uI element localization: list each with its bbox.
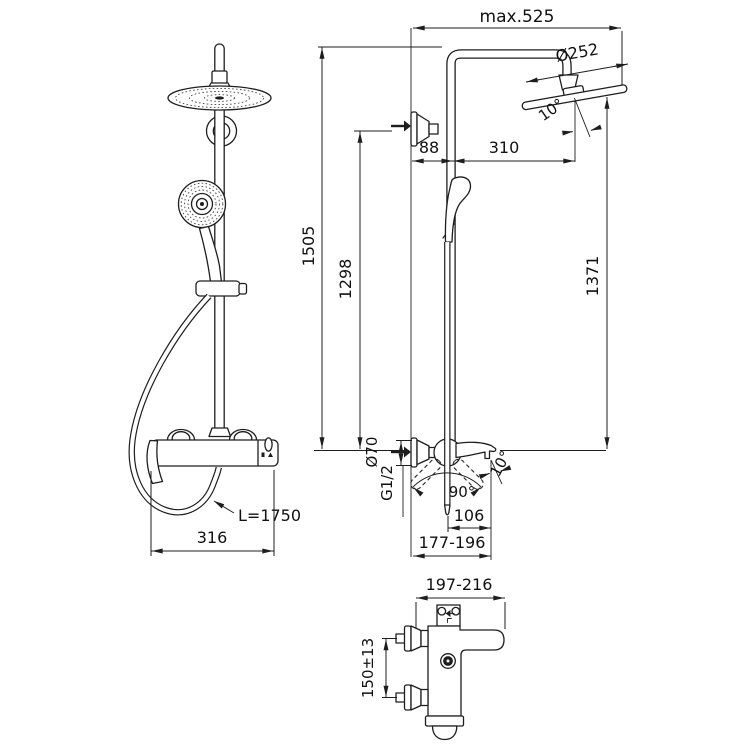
rail-foot: [208, 427, 232, 438]
lever-swing-phantom: 90°: [410, 458, 484, 501]
inlet-spacing-label: 150±13: [359, 638, 377, 698]
mixer-spout: [455, 441, 497, 460]
rail-collar: [211, 70, 228, 85]
mixer-front: [146, 428, 279, 485]
front-width-label: 316: [197, 528, 228, 547]
outlet-ring: [424, 715, 465, 727]
dim-escutcheon-diameter: Ø70: [363, 437, 412, 468]
dim-wall-offsets: 88 310: [412, 138, 575, 164]
dim-inlet-spacing: 150±13: [359, 638, 397, 698]
wall-depth-label: 177-196: [419, 533, 486, 552]
hand-shower: [177, 179, 227, 283]
rain-shower-head: [167, 85, 272, 111]
spout-reach-label: 106: [454, 506, 485, 525]
total-height-label: 1505: [299, 226, 318, 267]
hand-shower-side: [444, 176, 472, 243]
dim-total-height: 1505: [299, 47, 325, 449]
dim-spout-reach: 106: [447, 506, 491, 532]
inlet-escutcheon-bottom: [395, 684, 429, 711]
dim-head-angle: 10°: [535, 95, 602, 162]
side-view: 90° 10° 10° max.525: [299, 7, 629, 560]
shower-hose: [128, 293, 222, 516]
mixer-side: [391, 437, 497, 468]
dim-bottom-width: 197-216: [415, 575, 506, 629]
wall-screw-icon: [404, 446, 411, 458]
hose-length-label: L=1750: [238, 506, 301, 525]
slider-knob: [238, 282, 248, 295]
head-diameter-label: Ø252: [554, 39, 600, 65]
head-height-label: 1371: [583, 256, 602, 297]
bottom-width-label: 197-216: [426, 575, 493, 594]
inlet-escutcheon-top: [395, 625, 429, 652]
bottom-view: 197-216 150±13: [359, 575, 506, 741]
connection-thread-label: G1/2: [378, 465, 396, 501]
front-view: L=1750 316: [128, 43, 301, 556]
escutcheon-diameter-label: Ø70: [363, 437, 381, 468]
dim-wall-depth: 177-196: [413, 533, 491, 559]
dim-max-width: max.525: [413, 7, 623, 85]
mixer-escutcheon: [416, 439, 430, 466]
dim-hose-length: L=1750: [213, 500, 301, 525]
handle-swing-label: 90°: [449, 483, 476, 501]
wall-to-rail-label: 88: [419, 138, 439, 157]
dim-bracket-height: 1298: [336, 130, 392, 449]
max-width-label: max.525: [480, 7, 555, 27]
dim-head-height: 1371: [583, 97, 610, 449]
diverter-knob: [264, 437, 273, 452]
hose-side: [443, 242, 451, 516]
mixer-body-plan: [427, 625, 505, 717]
dim-front-width: 316: [150, 470, 275, 556]
dim-spout-angle: 10°: [478, 448, 515, 560]
rain-head-side: [521, 84, 628, 111]
dim-connection-thread: G1/2: [378, 465, 404, 517]
lever-tip-side: [443, 504, 451, 516]
mixer-body: [151, 439, 279, 467]
wall-screw-icon: [404, 120, 411, 132]
riser-pipe-side: [446, 49, 572, 441]
bracket-height-label: 1298: [336, 259, 355, 300]
outlet-dome: [431, 725, 458, 741]
diverter-plan: [440, 653, 456, 669]
slider-holder: [195, 280, 248, 297]
rail-to-head-label: 310: [489, 138, 520, 157]
rail-adapter-plan: [436, 604, 461, 627]
rail-wall-bracket: [391, 111, 439, 147]
